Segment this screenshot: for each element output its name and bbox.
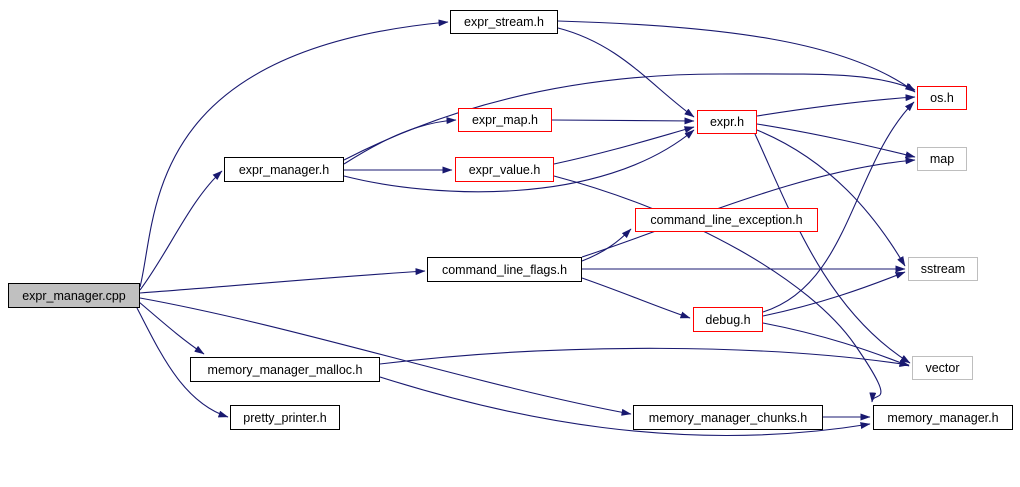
- graph-node-sstream[interactable]: sstream: [908, 257, 978, 281]
- graph-node-label: command_line_exception.h: [650, 213, 803, 227]
- graph-node-label: expr.h: [709, 115, 745, 129]
- graph-node-label: pretty_printer.h: [243, 410, 327, 425]
- edge-expr_stream_h-to-expr_h: [557, 27, 695, 118]
- graph-node-pretty_printer_h[interactable]: pretty_printer.h: [230, 405, 340, 430]
- graph-node-expr_value_h[interactable]: expr_value.h: [455, 157, 554, 182]
- graph-node-memory_manager_h[interactable]: memory_manager.h: [873, 405, 1013, 430]
- edge-expr_h-to-vector: [754, 133, 911, 364]
- edge-debug_h-to-vector: [762, 322, 910, 367]
- edge-expr_h-to-map: [756, 123, 916, 159]
- edge-memory_manager_malloc_h-to-vector: [379, 347, 910, 368]
- edge-expr_manager_cpp-to-expr_manager_h: [139, 170, 223, 291]
- edge-expr_manager_h-to-expr_h: [343, 129, 695, 193]
- graph-node-command_line_exception_h[interactable]: command_line_exception.h: [635, 208, 818, 232]
- graph-node-label: memory_manager_chunks.h: [648, 410, 808, 425]
- edge-command_line_flags_h-to-debug_h: [581, 277, 691, 319]
- edge-debug_h-to-sstream: [762, 271, 906, 317]
- edge-expr_manager_h-to-expr_map_h: [343, 117, 457, 165]
- edge-expr_manager_cpp-to-expr_stream_h: [139, 19, 449, 288]
- graph-node-label: expr_manager.h: [238, 162, 330, 177]
- edge-memory_manager_malloc_h-to-memory_manager_h: [379, 376, 871, 437]
- graph-node-expr_map_h[interactable]: expr_map.h: [458, 108, 552, 132]
- edge-expr_manager_cpp-to-memory_manager_chunks_h: [139, 297, 632, 416]
- graph-node-debug_h[interactable]: debug.h: [693, 307, 763, 332]
- graph-node-label: os.h: [930, 91, 954, 105]
- graph-node-label: memory_manager.h: [887, 410, 999, 425]
- edge-debug_h-to-os_h: [762, 101, 915, 313]
- graph-node-label: expr_manager.cpp: [22, 288, 126, 303]
- graph-node-vector[interactable]: vector: [912, 356, 973, 380]
- graph-node-memory_manager_malloc_h[interactable]: memory_manager_malloc.h: [190, 357, 380, 382]
- graph-node-expr_h[interactable]: expr.h: [697, 110, 757, 134]
- edge-expr_manager_cpp-to-memory_manager_malloc_h: [138, 301, 205, 355]
- edge-expr_stream_h-to-os_h: [557, 20, 916, 93]
- graph-node-label: command_line_flags.h: [441, 262, 568, 277]
- edge-command_line_flags_h-to-map: [581, 157, 916, 258]
- graph-node-label: expr_map.h: [471, 113, 538, 127]
- edge-expr_manager_cpp-to-pretty_printer_h: [136, 307, 229, 418]
- edge-command_line_flags_h-to-command_line_exception_h: [581, 228, 632, 262]
- graph-node-expr_manager_cpp: expr_manager.cpp: [8, 283, 140, 308]
- graph-node-memory_manager_chunks_h[interactable]: memory_manager_chunks.h: [633, 405, 823, 430]
- graph-node-label: map: [929, 152, 955, 166]
- graph-node-label: expr_value.h: [468, 162, 541, 177]
- edge-expr_manager_cpp-to-command_line_flags_h: [139, 268, 426, 294]
- edge-expr_h-to-os_h: [756, 94, 916, 117]
- graph-node-expr_stream_h[interactable]: expr_stream.h: [450, 10, 558, 34]
- edge-expr_manager_h-to-os_h: [343, 73, 916, 161]
- graph-node-label: debug.h: [705, 312, 751, 327]
- graph-node-label: memory_manager_malloc.h: [207, 362, 363, 377]
- graph-node-os_h[interactable]: os.h: [917, 86, 967, 110]
- graph-node-label: expr_stream.h: [464, 15, 544, 29]
- graph-node-label: vector: [925, 361, 960, 375]
- graph-node-command_line_flags_h[interactable]: command_line_flags.h: [427, 257, 582, 282]
- graph-node-label: sstream: [920, 262, 966, 276]
- edge-expr_h-to-sstream: [756, 129, 906, 267]
- graph-node-expr_manager_h[interactable]: expr_manager.h: [224, 157, 344, 182]
- graph-node-map[interactable]: map: [917, 147, 967, 171]
- edge-expr_value_h-to-expr_h: [553, 126, 695, 165]
- edge-expr_map_h-to-expr_h: [551, 117, 695, 125]
